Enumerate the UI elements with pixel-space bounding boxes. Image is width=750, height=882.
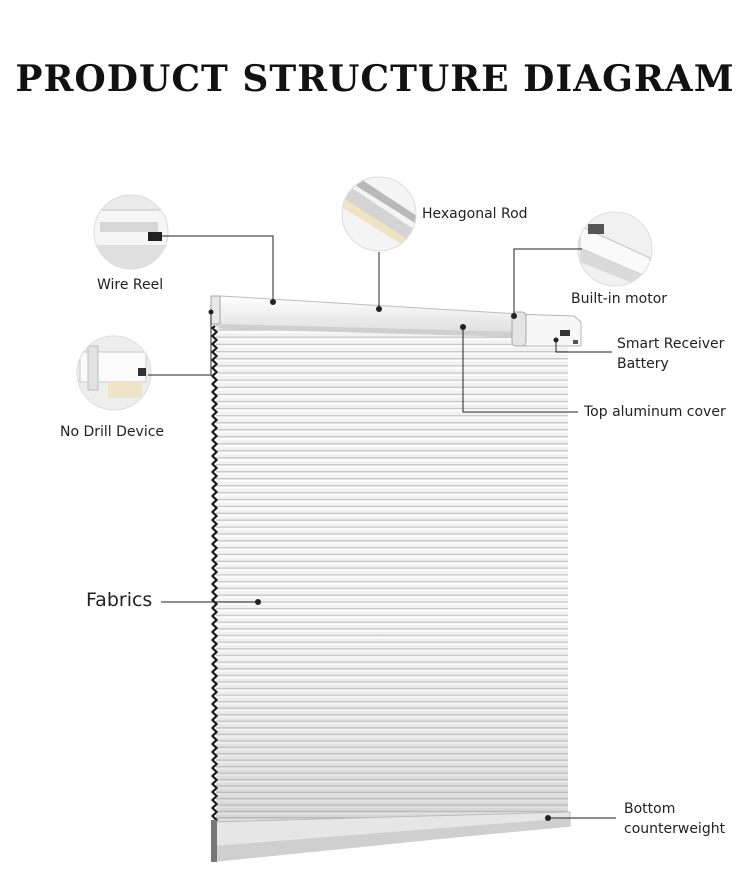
leader-lines (148, 235, 616, 819)
label-built-in-motor: Built-in motor (571, 291, 668, 307)
label-fabrics: Fabrics (86, 589, 153, 611)
leader-built-in-motor (513, 248, 582, 315)
leader-no-drill (148, 312, 212, 376)
label-counterweight: counterweight (624, 821, 726, 837)
leader-dots (208, 299, 559, 821)
leader-smart-receiver (555, 340, 612, 353)
label-battery: Battery (617, 356, 669, 372)
bottom-counterweight (211, 811, 571, 862)
label-bottom: Bottom (624, 801, 676, 817)
motor-photo-icon (577, 211, 653, 287)
page-title: PRODUCT STRUCTURE DIAGRAM (15, 58, 735, 100)
label-wire-reel: Wire Reel (97, 277, 164, 293)
motor-end-cap (511, 311, 582, 347)
wire-reel-photo-icon (93, 194, 169, 270)
fabric-panel (210, 325, 568, 825)
hexagonal-rod-photo-icon (341, 176, 417, 252)
fabric-left-edge (210, 325, 219, 825)
label-top-aluminum-cover: Top aluminum cover (584, 404, 726, 420)
label-hexagonal-rod: Hexagonal Rod (422, 206, 528, 222)
label-no-drill-device: No Drill Device (60, 424, 165, 440)
leader-top-cover (462, 328, 578, 413)
label-smart-receiver: Smart Receiver (617, 336, 725, 352)
leader-wire-reel (162, 235, 274, 302)
bracket-photo-icon (76, 335, 152, 411)
